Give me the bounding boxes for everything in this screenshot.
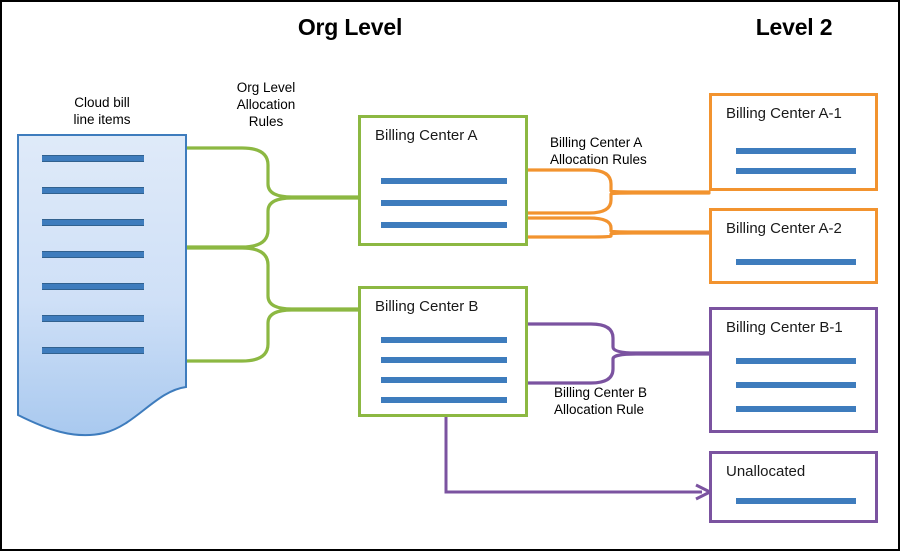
line-item-bar — [42, 315, 144, 322]
line-item-bar — [42, 219, 144, 226]
connector-bc-a-rules-to-a1 — [504, 168, 711, 215]
line-item-bar — [736, 259, 856, 265]
billing-center-a-box[interactable]: Billing Center A — [358, 115, 528, 246]
billing-center-a-allocation-rules-label: Billing Center A Allocation Rules — [550, 135, 647, 167]
billing-center-a1-box[interactable]: Billing Center A-1 — [709, 93, 878, 191]
line-item-bar — [736, 148, 856, 154]
billing-center-a2-box[interactable]: Billing Center A-2 — [709, 208, 878, 284]
line-item-bar — [42, 155, 144, 162]
line-item-bar — [42, 251, 144, 258]
line-item-bar — [736, 382, 856, 388]
billing-center-a1-title: Billing Center A-1 — [726, 105, 842, 122]
line-item-bar — [42, 187, 144, 194]
connector-bc-a-rules-to-a2 — [504, 216, 711, 239]
billing-center-b1-box[interactable]: Billing Center B-1 — [709, 307, 878, 433]
billing-center-b-box[interactable]: Billing Center B — [358, 286, 528, 417]
line-item-bar — [381, 222, 507, 228]
connector-bc-b-rules-to-b1 — [504, 322, 711, 385]
line-item-bar — [381, 200, 507, 206]
connector-org-rules-to-bc-b — [171, 246, 360, 363]
line-item-bar — [736, 406, 856, 412]
line-item-bar — [381, 337, 507, 343]
column-title-level-2: Level 2 — [755, 14, 833, 40]
billing-center-a2-title: Billing Center A-2 — [726, 220, 842, 237]
org-level-allocation-rules-label: Org Level Allocation Rules — [236, 80, 296, 129]
arrowhead-unallocated — [695, 483, 714, 501]
line-item-bar — [736, 498, 856, 504]
billing-center-b1-title: Billing Center B-1 — [726, 319, 843, 336]
line-item-bar — [736, 358, 856, 364]
unallocated-box[interactable]: Unallocated — [709, 451, 878, 523]
line-item-bar — [381, 178, 507, 184]
billing-center-a-title: Billing Center A — [375, 127, 478, 144]
cloud-bill-label: Cloud bill line items — [73, 95, 131, 127]
connector-org-rules-to-bc-a — [171, 146, 360, 249]
line-item-bar — [736, 168, 856, 174]
cloud-bill-line-items — [16, 133, 188, 438]
unallocated-title: Unallocated — [726, 463, 806, 480]
cloud-bill-bars — [16, 133, 188, 393]
billing-center-b-allocation-rule-label: Billing Center B Allocation Rule — [554, 385, 648, 417]
line-item-bar — [381, 397, 507, 403]
line-item-bar — [42, 283, 144, 290]
billing-center-b-title: Billing Center B — [375, 298, 479, 315]
column-title-org-level: Org Level — [297, 14, 403, 40]
line-item-bar — [381, 357, 507, 363]
line-item-bar — [42, 347, 144, 354]
line-item-bar — [381, 377, 507, 383]
